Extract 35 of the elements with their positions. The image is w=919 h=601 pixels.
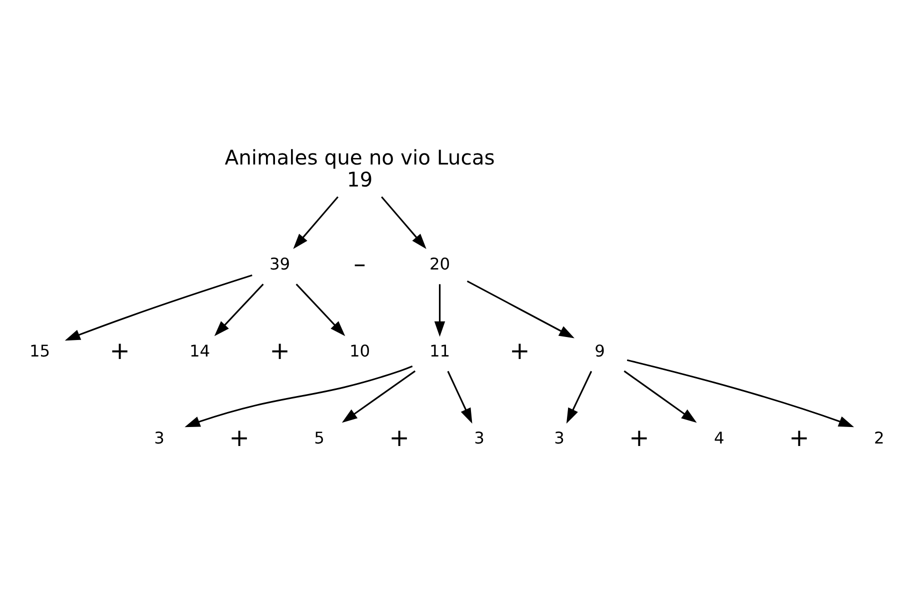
arrow: [342, 370, 416, 422]
node-text: 15: [29, 340, 50, 360]
node-text: Animales que no vio Lucas 19: [224, 144, 495, 192]
arrow: [184, 365, 413, 427]
node-text: 39: [269, 254, 290, 273]
label: +: [389, 422, 410, 452]
label: +: [789, 422, 810, 452]
node-text: 11: [429, 340, 450, 360]
label: –: [354, 248, 366, 278]
node-text: 20: [429, 254, 450, 273]
node-text: 3: [554, 428, 564, 448]
node-text: 5: [314, 428, 324, 448]
arrow: [434, 284, 446, 336]
node-text: 4: [714, 428, 724, 448]
node-text: 3: [474, 428, 484, 448]
arrow: [566, 370, 592, 424]
arrow: [447, 370, 472, 424]
arrow: [214, 283, 264, 336]
arrow: [626, 358, 854, 427]
node-text: 3: [154, 428, 164, 448]
label: +: [229, 422, 250, 452]
arrow: [466, 280, 574, 338]
label: +: [510, 335, 530, 364]
arrow: [624, 370, 697, 422]
arrow: [293, 196, 339, 248]
label: +: [629, 422, 650, 452]
label: +: [110, 335, 130, 364]
node-text: 9: [594, 340, 605, 360]
node-text: 2: [874, 428, 884, 448]
arrow: [381, 196, 426, 248]
node-text: 14: [189, 340, 210, 360]
arrow: [296, 283, 346, 336]
arrow: [64, 274, 252, 340]
node-text: 10: [349, 340, 370, 360]
label: +: [270, 335, 290, 364]
